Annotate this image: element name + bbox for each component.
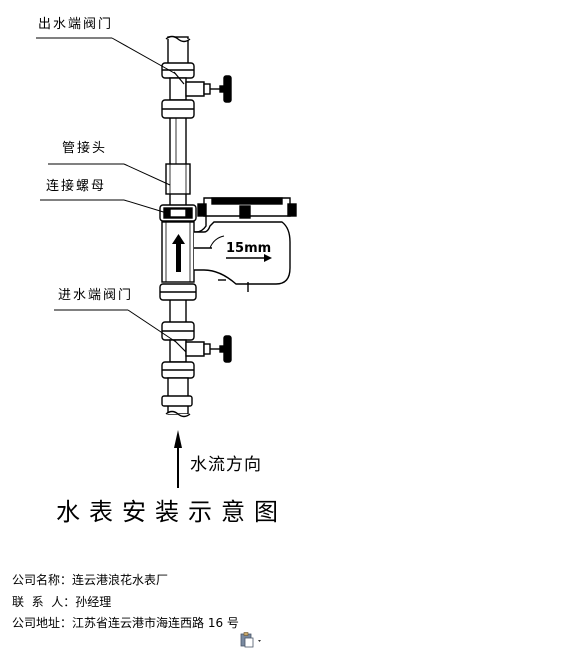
- top-pipe: [165, 35, 191, 66]
- address-row: 公司地址：江苏省连云港市海连西路 16 号: [12, 614, 239, 631]
- company-name-row: 公司名称：连云港浪花水表厂: [12, 571, 168, 588]
- meter-size-label: 15mm: [226, 241, 271, 256]
- outlet-valve: [161, 62, 232, 119]
- pipe-joint-label: 管接头: [62, 141, 108, 156]
- address-value: 江苏省连云港市海连西路 16 号: [72, 616, 239, 630]
- contact-value: 孙经理: [75, 595, 112, 609]
- pipe-joint: [165, 163, 191, 195]
- union-nut: [159, 194, 197, 222]
- contact-label: 联 系 人：: [12, 595, 76, 609]
- inlet-valve: [161, 321, 232, 379]
- flow-direction-label: 水流方向: [190, 455, 262, 475]
- flow-direction-arrow-icon: [174, 430, 182, 488]
- diagram-title: 水表安装示意图: [56, 498, 287, 526]
- lower-union-nut: [159, 283, 197, 322]
- paste-options-icon[interactable]: [240, 632, 264, 648]
- address-label: 公司地址：: [12, 616, 73, 630]
- company-name-value: 连云港浪花水表厂: [72, 573, 169, 587]
- bottom-pipe: [161, 377, 193, 418]
- internal-flow-arrow-icon: [172, 234, 185, 272]
- union-nut-label: 连接螺母: [46, 179, 107, 194]
- water-meter-installation-diagram: 15mm: [36, 35, 297, 488]
- leader-lines: [36, 37, 177, 343]
- inlet-valve-label: 进水端阀门: [58, 288, 134, 303]
- outlet-valve-label: 出水端阀门: [38, 17, 114, 32]
- upper-pipe: [169, 118, 187, 164]
- company-name-label: 公司名称：: [12, 573, 73, 587]
- contact-row: 联 系 人：孙经理: [12, 593, 111, 610]
